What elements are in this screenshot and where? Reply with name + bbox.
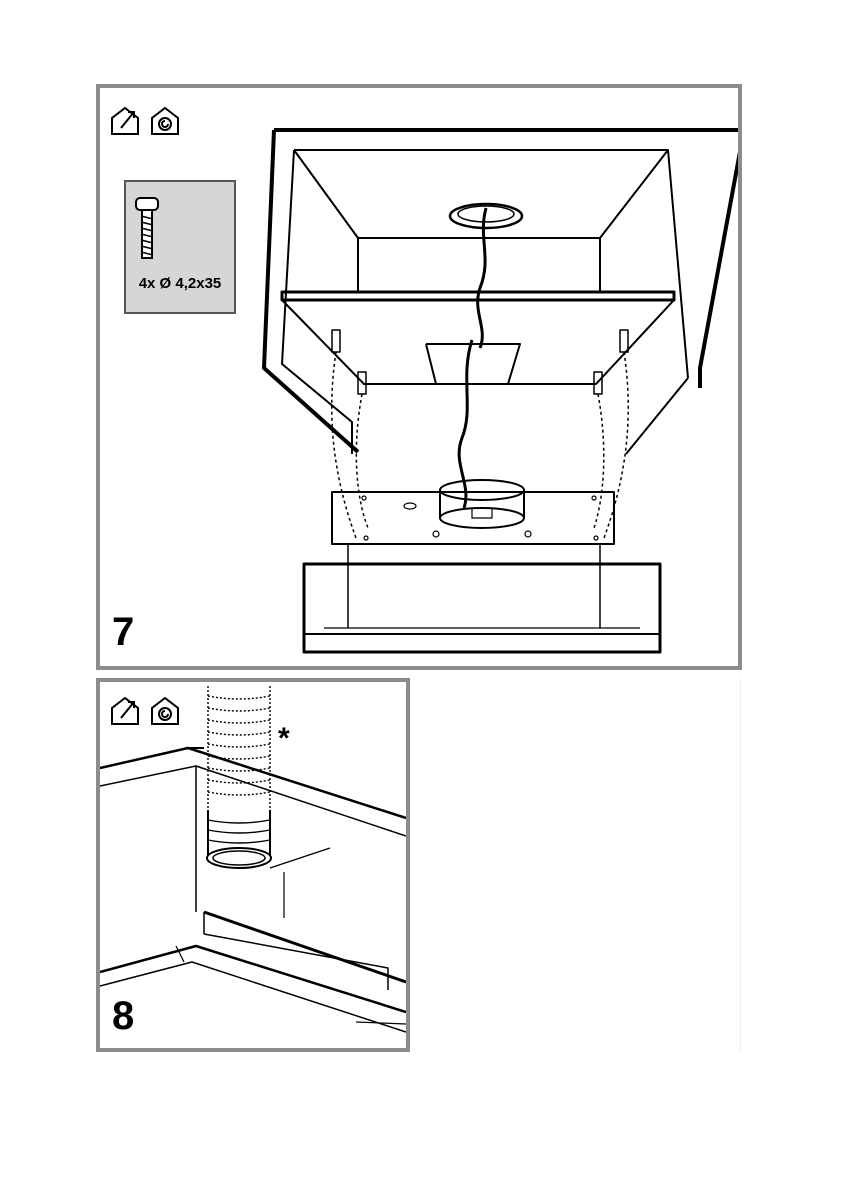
step-7-illustration bbox=[100, 88, 738, 666]
step-number: 8 bbox=[112, 996, 134, 1036]
page-divider bbox=[740, 678, 741, 1052]
step-number: 7 bbox=[112, 612, 134, 652]
step-7-panel: 4x Ø 4,2x35 bbox=[96, 84, 742, 670]
step-8-panel: * 8 bbox=[96, 678, 410, 1052]
step-8-illustration bbox=[100, 682, 406, 1048]
note-asterisk: * bbox=[278, 724, 290, 754]
